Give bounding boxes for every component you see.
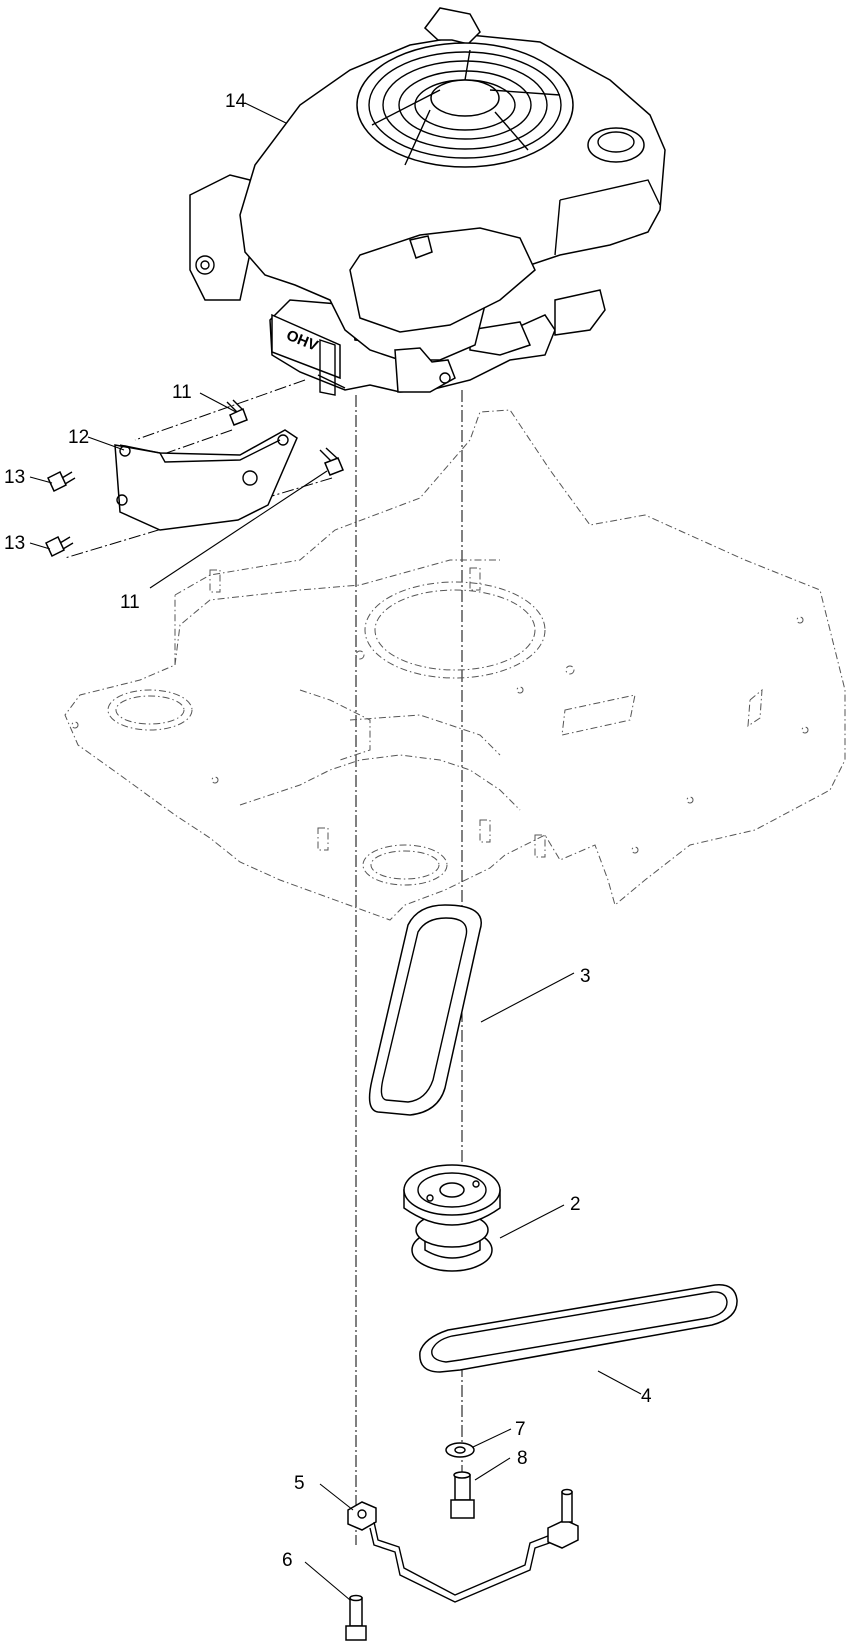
bolt-11a — [226, 399, 248, 426]
belt-4 — [419, 1284, 738, 1373]
callout-6: 6 — [282, 1550, 293, 1571]
callout-11-lower: 11 — [120, 592, 140, 613]
callout-7: 7 — [515, 1419, 526, 1440]
callout-13-upper: 13 — [4, 467, 25, 488]
pulley-2 — [403, 1164, 501, 1272]
callout-8: 8 — [517, 1448, 528, 1469]
bolt-13b — [45, 535, 74, 558]
bolt-8 — [450, 1471, 475, 1519]
belt-3 — [368, 904, 482, 1116]
callout-5: 5 — [294, 1473, 305, 1494]
washer-7 — [445, 1442, 475, 1458]
frame-ghost-outline — [64, 409, 846, 934]
idler-bracket-5 — [347, 1488, 579, 1603]
callout-3: 3 — [580, 966, 591, 987]
callout-13-lower: 13 — [4, 533, 25, 554]
bolt-6 — [345, 1594, 367, 1641]
callout-2: 2 — [570, 1194, 581, 1215]
engine: OHV — [189, 7, 666, 396]
leader-lines — [29, 102, 642, 1601]
callout-14: 14 — [225, 91, 247, 112]
callout-11-upper: 11 — [172, 382, 192, 403]
bolt-13a — [47, 470, 76, 493]
callout-labels: 14 11 12 13 13 11 3 2 4 7 5 8 6 — [4, 91, 652, 1571]
callout-4: 4 — [641, 1386, 652, 1407]
ohv-plate — [271, 313, 341, 380]
bolt-11b — [319, 447, 344, 476]
callout-12: 12 — [68, 427, 89, 448]
heat-shield-bracket — [114, 429, 298, 531]
